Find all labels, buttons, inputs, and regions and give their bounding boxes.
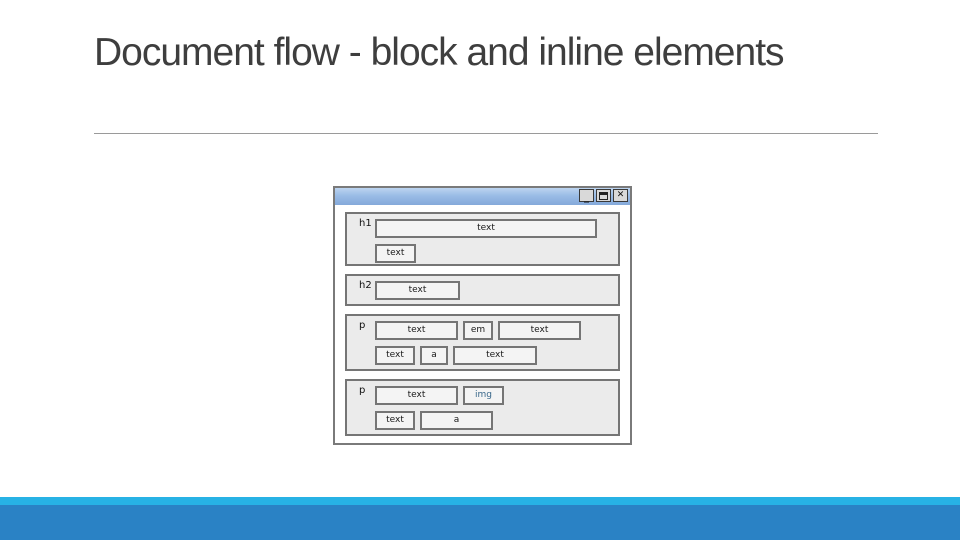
inline-box-a: a	[420, 346, 448, 365]
window-controls: _ ✕	[579, 189, 628, 203]
block-tag-label: p	[359, 320, 366, 331]
close-button[interactable]: ✕	[613, 189, 628, 202]
footer-accent-stripe	[0, 497, 960, 505]
block-tag-label: p	[359, 385, 366, 396]
inline-box-img: img	[463, 386, 504, 405]
inline-box-text: text	[375, 219, 597, 238]
slide-title: Document flow - block and inline element…	[94, 31, 785, 74]
inline-box-text: text	[375, 411, 415, 430]
window-titlebar: _ ✕	[335, 188, 630, 205]
inline-box-text: text	[375, 386, 458, 405]
block-tag-label: h2	[359, 280, 372, 291]
inline-box-text: text	[375, 281, 460, 300]
block-tag-label: h1	[359, 218, 372, 229]
close-icon: ✕	[616, 190, 625, 200]
inline-box-em: em	[463, 321, 493, 340]
inline-box-text: text	[375, 244, 416, 263]
inline-box-text: text	[375, 321, 458, 340]
maximize-button[interactable]	[596, 189, 611, 202]
footer-bar	[0, 505, 960, 540]
maximize-icon	[599, 191, 608, 200]
minimize-icon: _	[584, 192, 589, 203]
inline-row: text	[375, 281, 618, 300]
inline-box-a: a	[420, 411, 493, 430]
inline-box-text: text	[375, 346, 415, 365]
minimize-button[interactable]: _	[579, 189, 594, 203]
inline-row: text	[375, 219, 618, 238]
inline-box-text: text	[453, 346, 537, 365]
inline-box-text: text	[498, 321, 581, 340]
title-underline	[94, 133, 878, 134]
inline-row: text	[375, 244, 618, 263]
